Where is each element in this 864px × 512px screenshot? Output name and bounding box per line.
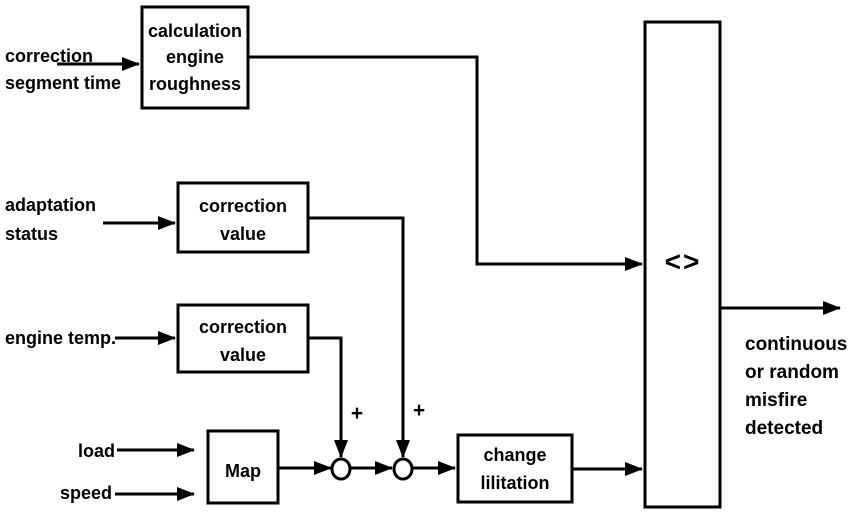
block-change-limitation <box>456 433 574 504</box>
label-output-continuous: continuous <box>745 334 847 355</box>
label-adaptation: adaptation <box>5 195 96 215</box>
label-value-top: value <box>220 224 266 244</box>
block-correction-value-bottom <box>176 303 310 374</box>
label-load: load <box>78 441 115 461</box>
block-calculation-engine-roughness <box>140 5 250 110</box>
label-change: change <box>483 445 546 465</box>
label-value-bottom: value <box>220 345 266 365</box>
label-engine: engine <box>166 47 224 67</box>
label-comparator-symbol: <> <box>665 246 702 277</box>
wire-correction-value-bottom-to-sum1 <box>308 336 348 458</box>
label-correction-bottom: correction <box>199 317 287 337</box>
label-output-detected: detected <box>745 418 823 439</box>
label-map: Map <box>225 461 261 481</box>
label-status: status <box>5 224 58 244</box>
label-limitation: lilitation <box>481 473 550 493</box>
label-output-misfire: misfire <box>745 390 807 411</box>
label-correction: correction <box>5 46 93 66</box>
block-comparator <box>643 20 722 509</box>
wire-roughness-to-comparator <box>248 55 643 271</box>
sum-junction-2 <box>392 457 414 481</box>
label-engine-temp: engine temp. <box>5 328 116 348</box>
wire-correction-value-top-to-sum2 <box>308 216 410 458</box>
block-map <box>206 429 280 505</box>
label-roughness: roughness <box>149 74 241 94</box>
block-correction-value-top <box>176 181 310 254</box>
label-speed: speed <box>60 483 112 503</box>
label-output-or-random: or random <box>745 362 839 383</box>
label-correction-top: correction <box>199 196 287 216</box>
plus-sign-2: + <box>413 399 425 422</box>
sum-junction-1 <box>330 457 352 481</box>
label-segment-time: segment time <box>5 73 121 93</box>
label-calculation: calculation <box>148 21 242 41</box>
plus-sign-1: + <box>351 402 363 425</box>
